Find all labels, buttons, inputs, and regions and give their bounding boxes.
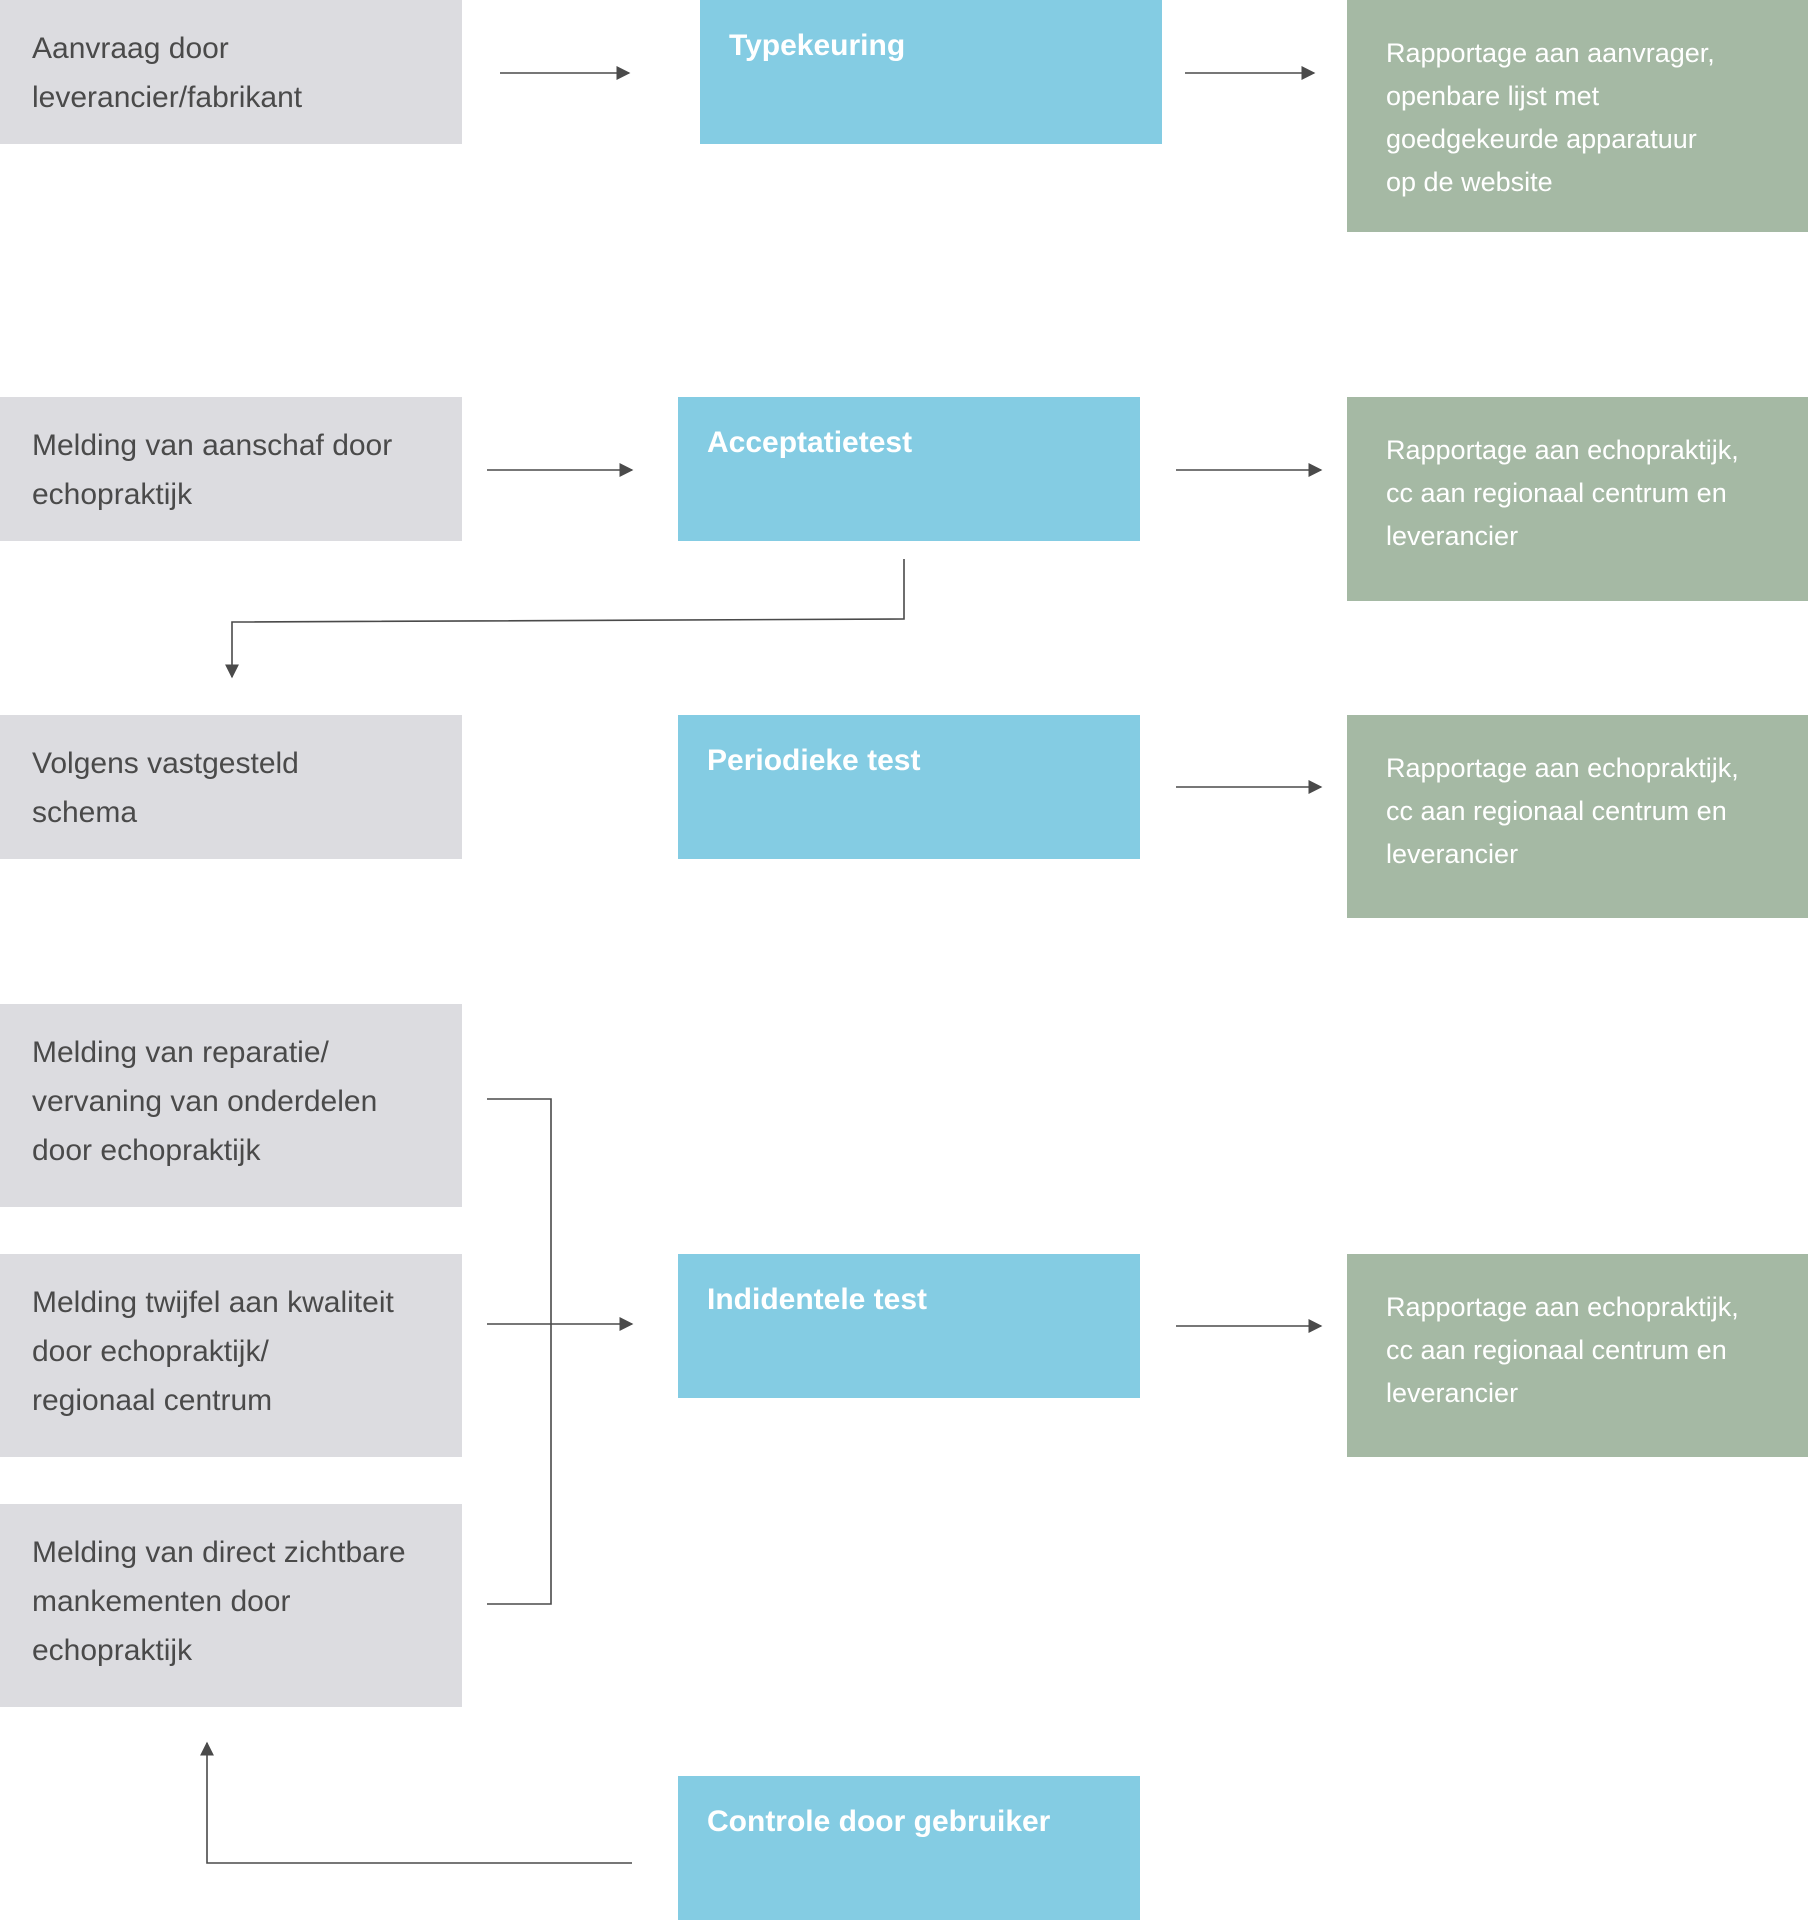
source-reparatie-box: Melding van reparatie/ vervaning van ond… <box>0 1004 462 1207</box>
source-twijfel-box: Melding twijfel aan kwaliteit door echop… <box>0 1254 462 1457</box>
report-incidenteel-label: Rapportage aan echopraktijk, cc aan regi… <box>1386 1292 1739 1408</box>
source-acceptatie-label: Melding van aanschaf door echopraktijk <box>32 429 393 511</box>
source-acceptatie-box: Melding van aanschaf door echopraktijk <box>0 397 462 541</box>
test-typekeuring-box: Typekeuring <box>700 0 1162 144</box>
report-typekeuring-box: Rapportage aan aanvrager, openbare lijst… <box>1347 0 1808 232</box>
test-typekeuring-label: Typekeuring <box>729 29 906 62</box>
arrow-acceptatie-to-schema <box>225 559 905 679</box>
report-periodiek-box: Rapportage aan echopraktijk, cc aan regi… <box>1347 715 1808 918</box>
test-incidenteel-label: Indidentele test <box>707 1283 928 1316</box>
source-mankementen-box: Melding van direct zichtbare mankementen… <box>0 1504 462 1707</box>
report-incidenteel-box: Rapportage aan echopraktijk, cc aan regi… <box>1347 1254 1808 1457</box>
source-mankementen-label: Melding van direct zichtbare mankementen… <box>32 1536 406 1667</box>
source-reparatie-label: Melding van reparatie/ vervaning van ond… <box>32 1036 378 1167</box>
test-acceptatie-box: Acceptatietest <box>678 397 1140 541</box>
source-typekeuring-label: Aanvraag door leverancier/fabrikant <box>32 32 303 114</box>
source-periodiek-label: Volgens vastgesteld schema <box>32 747 299 829</box>
test-periodiek-label: Periodieke test <box>707 744 921 777</box>
bracket-incidental-sources <box>487 1098 552 1605</box>
test-periodiek-box: Periodieke test <box>678 715 1140 859</box>
test-acceptatie-label: Acceptatietest <box>707 426 913 459</box>
test-incidenteel-box: Indidentele test <box>678 1254 1140 1398</box>
source-typekeuring-box: Aanvraag door leverancier/fabrikant <box>0 0 462 144</box>
source-twijfel-label: Melding twijfel aan kwaliteit door echop… <box>32 1286 394 1417</box>
test-controle-box: Controle door gebruiker <box>678 1776 1140 1920</box>
report-typekeuring-label: Rapportage aan aanvrager, openbare lijst… <box>1386 38 1715 197</box>
report-periodiek-label: Rapportage aan echopraktijk, cc aan regi… <box>1386 753 1739 869</box>
source-periodiek-box: Volgens vastgesteld schema <box>0 715 462 859</box>
report-acceptatie-box: Rapportage aan echopraktijk, cc aan regi… <box>1347 397 1808 601</box>
arrow-controle-to-mankementen <box>200 1741 632 1864</box>
report-acceptatie-label: Rapportage aan echopraktijk, cc aan regi… <box>1386 435 1739 551</box>
test-controle-label: Controle door gebruiker <box>707 1805 1051 1838</box>
